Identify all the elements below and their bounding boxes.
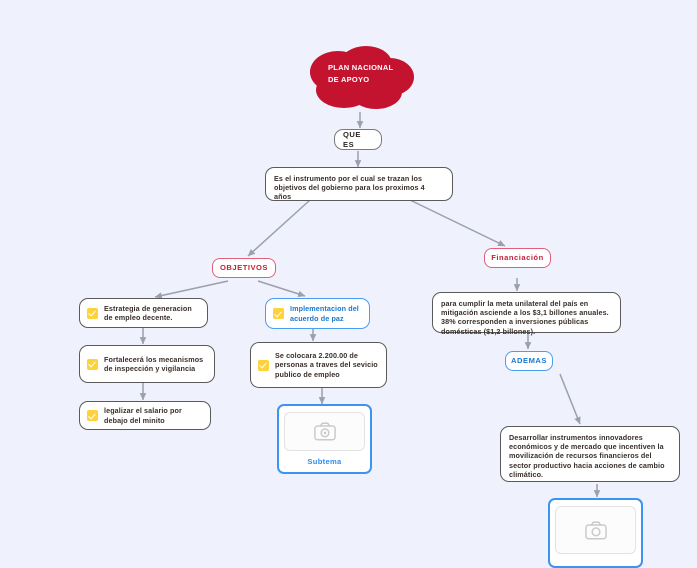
edge-objetivos-obj1 [154,280,229,299]
edge-objetivos-acuerdoPaz [257,280,306,298]
node-objetivos-label: OBJETIVOS [220,263,268,273]
node-financiacion-label: Financiación [491,253,544,263]
node-objetivo-1-label: Estrategia de generacion de empleo decen… [104,303,192,322]
node-objetivo-1[interactable]: Estrategia de generacion de empleo decen… [79,298,208,328]
node-objetivo-2-label: Fortalecerá los mecanismos de inspección… [104,354,204,373]
node-colocacion-label: Se colocara 2.200.00 de personas a trave… [275,351,378,379]
image-placeholder-icon [584,521,607,539]
node-bottom-card[interactable] [548,498,643,568]
root-cloud[interactable]: PLAN NACIONAL DE APOYO [304,44,416,116]
node-definicion[interactable]: Es el instrumento por el cual se trazan … [265,167,453,201]
node-objetivo-3-label: legalizar el salario por debajo del mini… [104,406,182,425]
node-acuerdo-paz-label: Implementacion del acuerdo de paz [290,304,359,323]
node-que-es[interactable]: QUE ES [334,129,382,150]
root-label: PLAN NACIONAL DE APOYO [328,63,394,84]
image-frame [284,412,365,451]
node-ademas-label: ADEMAS [511,356,547,366]
node-colocacion[interactable]: Se colocara 2.200.00 de personas a trave… [250,342,387,388]
node-meta-mitigacion-label: para cumplir la meta unilateral del país… [441,299,609,336]
mindmap-canvas: PLAN NACIONAL DE APOYO QUE ES Es el inst… [0,0,697,520]
checkbox-icon[interactable] [87,307,98,319]
image-frame [555,506,636,554]
camera-icon [313,422,336,441]
node-que-es-label: QUE ES [343,129,361,149]
node-objetivos[interactable]: OBJETIVOS [212,258,276,278]
node-instrumentos[interactable]: Desarrollar instrumentos innovadores eco… [500,426,680,482]
node-ademas[interactable]: ADEMAS [505,351,553,371]
checkbox-icon[interactable] [87,410,98,421]
node-subtema-card[interactable]: Subtema [277,404,372,474]
node-acuerdo-paz[interactable]: Implementacion del acuerdo de paz [265,298,370,329]
checkbox-icon[interactable] [273,308,284,319]
cloud-shape-icon [310,46,414,109]
node-subtema-caption: Subtema [307,457,342,466]
checkbox-icon[interactable] [258,359,269,371]
edge-definicion-objetivos [247,199,311,257]
node-objetivo-2[interactable]: Fortalecerá los mecanismos de inspección… [79,345,215,383]
edge-definicion-financiacion [409,199,506,247]
node-instrumentos-label: Desarrollar instrumentos innovadores eco… [509,433,665,479]
node-financiacion[interactable]: Financiación [484,248,551,268]
node-meta-mitigacion[interactable]: para cumplir la meta unilateral del país… [432,292,621,336]
checkbox-icon[interactable] [87,358,98,370]
node-definicion-label: Es el instrumento por el cual se trazan … [274,174,425,202]
edge-ademas-instrumentos [559,373,581,425]
node-objetivo-3[interactable]: legalizar el salario por debajo del mini… [79,401,211,430]
